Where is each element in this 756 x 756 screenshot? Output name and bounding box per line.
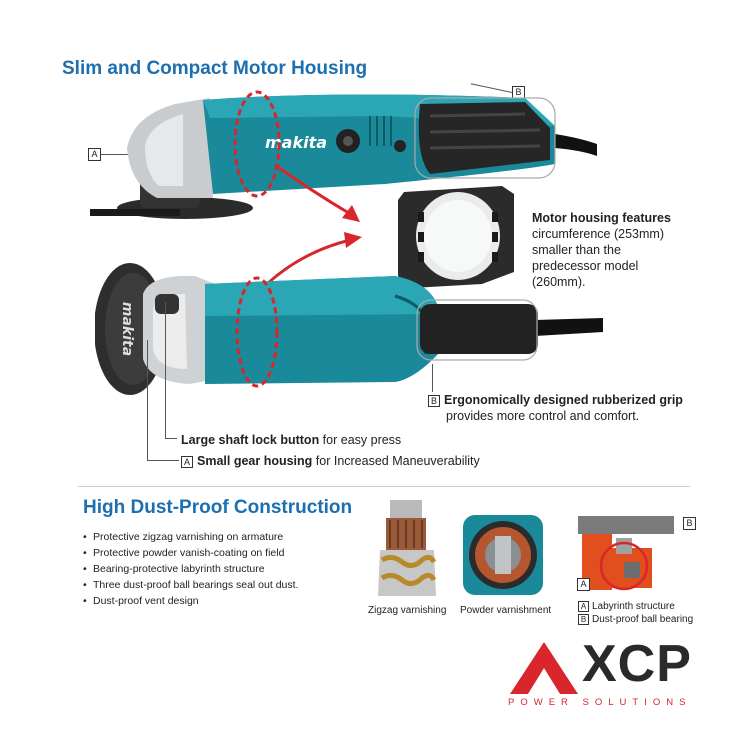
- xcp-logo-subtitle: POWER SOLUTIONS: [508, 697, 692, 708]
- angle-grinder-top-image: makita: [90, 90, 597, 219]
- grip-highlight-bottom: [416, 299, 538, 361]
- xcp-logo-mark: [510, 642, 578, 694]
- feature-item: Dust-proof vent design: [83, 593, 353, 609]
- angle-grinder-bottom-image: makita: [95, 263, 603, 395]
- leader-line-gear-h: [147, 460, 179, 461]
- grip-highlight-top: [414, 97, 556, 179]
- leader-line-lock: [165, 302, 166, 438]
- field-coil-image: [463, 515, 543, 595]
- xcp-logo-text: XCP: [582, 635, 692, 693]
- grip-callout-heading: Ergonomically designed rubberized grip: [444, 393, 683, 407]
- feature-item: Three dust-proof ball bearings seal out …: [83, 577, 353, 593]
- lock-callout-text: for easy press: [319, 433, 402, 447]
- zigzag-caption: Zigzag varnishing: [368, 605, 447, 616]
- brand-text-disc: makita: [119, 302, 135, 356]
- feature-item: Bearing-protective labyrinth structure: [83, 561, 353, 577]
- label-a-top: A: [88, 148, 101, 161]
- motor-highlight-ring-bottom: [235, 276, 279, 388]
- brand-text-top: makita: [265, 133, 327, 152]
- lock-callout-heading: Large shaft lock button: [181, 433, 320, 447]
- leader-line-a-top: [101, 154, 133, 155]
- section-divider: [78, 486, 690, 487]
- legend-text-b: Dust-proof ball bearing: [592, 614, 694, 625]
- motor-housing-ring-image: [398, 186, 514, 288]
- diagram-label-b: B: [683, 517, 696, 530]
- motor-housing-callout: Motor housing features circumference (25…: [532, 210, 682, 290]
- gear-callout-heading: Small gear housing: [197, 454, 313, 468]
- legend-text-a: Labyrinth structure: [592, 601, 675, 612]
- legend-label-b: B: [578, 613, 589, 625]
- labyrinth-highlight-circle: [599, 541, 649, 591]
- feature-item: Protective zigzag varnishing on armature: [83, 529, 353, 545]
- motor-housing-title: Slim and Compact Motor Housing: [62, 58, 368, 79]
- shaft-lock-button: [155, 294, 179, 314]
- feature-item: Protective powder vanish-coating on fiel…: [83, 545, 353, 561]
- gear-callout-label: A: [181, 455, 193, 468]
- gear-housing-callout: A Small gear housing for Increased Maneuv…: [181, 453, 480, 469]
- red-arrow-top: [274, 163, 360, 222]
- gear-callout-text: for Increased Maneuverability: [312, 454, 480, 468]
- grip-callout-text: provides more control and comfort.: [446, 409, 640, 423]
- leader-line-gear: [147, 340, 148, 460]
- dust-proof-feature-list: Protective zigzag varnishing on armature…: [83, 529, 353, 609]
- leader-line-grip: [432, 364, 433, 392]
- motor-highlight-ring-top: [233, 90, 281, 198]
- lock-button-callout: Large shaft lock button for easy press: [181, 432, 401, 448]
- red-arrow-bottom: [265, 232, 362, 286]
- motor-callout-text: circumference (253mm) smaller than the p…: [532, 227, 664, 289]
- motor-callout-heading: Motor housing features: [532, 211, 671, 225]
- leader-line-lock-h: [165, 438, 177, 439]
- labyrinth-diagram-image: [578, 516, 674, 591]
- grip-callout-label: B: [428, 394, 440, 407]
- dust-proof-title: High Dust-Proof Construction: [83, 497, 353, 518]
- armature-image: [378, 500, 437, 596]
- powder-caption: Powder varnishment: [460, 605, 552, 616]
- legend-label-a: A: [578, 600, 589, 612]
- rubber-grip-bottom: [420, 304, 538, 354]
- diagram-label-a: A: [577, 578, 590, 591]
- rubber-grip: [418, 102, 550, 174]
